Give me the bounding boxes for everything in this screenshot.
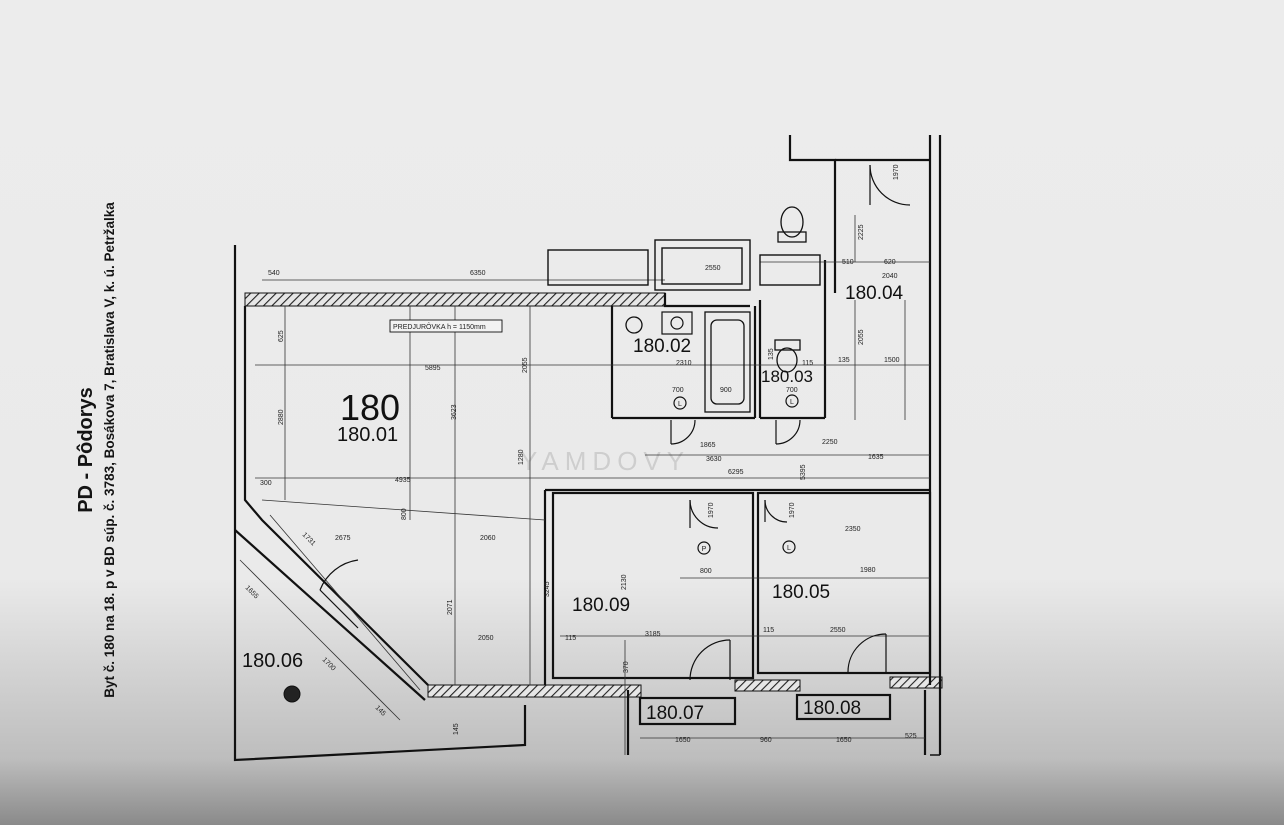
dim-label: 3185	[645, 631, 661, 638]
dim-label: 2225	[858, 224, 865, 240]
dim-label: 135	[838, 357, 850, 364]
marker-l-wc: L	[790, 399, 794, 406]
dim-label: 1731	[301, 531, 317, 547]
room-180-05-label: 180.05	[772, 582, 830, 603]
dim-label: 960	[760, 737, 772, 744]
dim-label: 1635	[868, 454, 884, 461]
dim-label: 6350	[470, 270, 486, 277]
dim-label: 2040	[882, 273, 898, 280]
dim-label: 145	[453, 723, 460, 735]
dim-label: 6295	[728, 469, 744, 476]
door-markers: P L L L	[283, 394, 799, 703]
wall-outlines	[233, 135, 942, 762]
dim-label: 700	[672, 387, 684, 394]
dim-label: 2880	[278, 409, 285, 425]
dim-label: 145	[374, 704, 387, 717]
dim-label: 510	[842, 259, 854, 266]
dim-label: 2055	[522, 357, 529, 373]
dim-label: 700	[786, 387, 798, 394]
dim-label: 625	[278, 330, 285, 342]
dim-label: 5895	[425, 365, 441, 372]
room-180-06-label: 180.06	[242, 650, 303, 672]
load-bearing-walls	[244, 292, 943, 698]
dim-label: 300	[260, 480, 272, 487]
marker-l: L	[787, 545, 791, 552]
dim-label: 1970	[893, 164, 900, 180]
dim-label: 1280	[518, 449, 525, 465]
dim-label: 4935	[395, 477, 411, 484]
washbasin-icon	[661, 311, 693, 335]
room-180-09-label: 180.09	[572, 595, 630, 616]
dim-label: 1700	[321, 656, 337, 672]
dim-label: 620	[884, 259, 896, 266]
dim-label: 2550	[705, 265, 721, 272]
dim-label: 5395	[800, 464, 807, 480]
dim-label: 135	[768, 348, 775, 360]
dim-label: 540	[268, 270, 280, 277]
dim-label: 800	[401, 508, 408, 520]
dim-label: 2055	[858, 329, 865, 345]
dim-label: 1980	[860, 567, 876, 574]
dim-label: 1650	[836, 737, 852, 744]
dim-label: 3245	[544, 581, 551, 597]
dim-label: 3630	[706, 456, 722, 463]
door-swings	[319, 164, 911, 681]
dim-label: 1865	[700, 442, 716, 449]
dim-label: 2350	[845, 526, 861, 533]
watermark: YAMDOVY	[520, 446, 690, 476]
sill-height-note: PREDJURÔVKA h = 1150mm	[389, 319, 503, 333]
dim-label: 2130	[621, 574, 628, 590]
dim-label: 525	[905, 733, 917, 740]
kitchen-counter	[547, 239, 821, 291]
room-180-01-label: 180.01	[337, 424, 398, 446]
marker-l-bath: L	[678, 401, 682, 408]
room-180-04-label: 180.04	[845, 283, 904, 304]
dim-label: 2071	[447, 599, 454, 615]
dim-label: 2050	[478, 635, 494, 642]
room-180-08-label: 180.08	[803, 698, 861, 719]
dim-label: 370	[623, 661, 630, 673]
dim-label: 800	[700, 568, 712, 575]
dim-label: 1655	[244, 584, 260, 600]
bathtub-icon	[704, 311, 751, 413]
sill-height-text: PREDJURÔVKA h = 1150mm	[393, 322, 486, 331]
toilet-icon	[625, 206, 807, 373]
room-180-02-label: 180.02	[633, 336, 691, 357]
dim-label: 115	[565, 635, 576, 642]
dim-label: 2310	[676, 360, 692, 367]
dim-label: 2060	[480, 535, 496, 542]
dim-label: 115	[763, 627, 774, 634]
dim-label: 3623	[451, 404, 458, 420]
marker-p: P	[702, 546, 707, 553]
dim-label: 1500	[884, 357, 900, 364]
dim-label: 2675	[335, 535, 351, 542]
dim-label: 900	[720, 387, 732, 394]
dim-label: 1650	[675, 737, 691, 744]
room-180-03-label: 180.03	[761, 367, 813, 386]
dim-label: 1970	[708, 502, 715, 518]
dim-label: 115	[802, 360, 813, 367]
dim-label: 2550	[830, 627, 846, 634]
room-apartment-number: 180	[340, 387, 400, 428]
dim-label: 2250	[822, 439, 838, 446]
dimension-lines	[239, 215, 930, 755]
dim-label: 1970	[789, 502, 796, 518]
room-180-07-label: 180.07	[646, 703, 704, 724]
